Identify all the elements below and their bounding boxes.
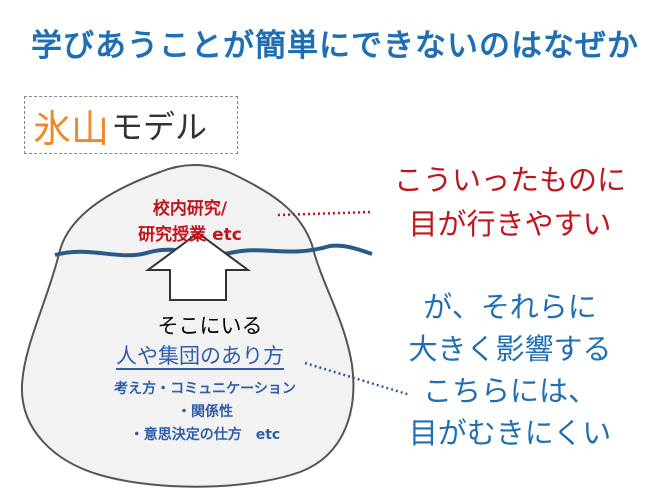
model-label-box: 氷山 モデル (24, 96, 238, 154)
red-note-line-2: 目が行きやすい (370, 202, 650, 246)
iceberg-top-line-2: 研究授業 etc (110, 222, 270, 248)
blue-note-line-2: 大きく影響する (365, 328, 655, 370)
blue-note-line-4: 目がむきにくい (365, 412, 655, 454)
blue-note-line-1: が、それらに (365, 286, 655, 328)
iceberg-top-line-1: 校内研究/ (110, 196, 270, 222)
page-title: 学びあうことが簡単にできないのはなぜか (0, 20, 670, 65)
iceberg-sub-list: 考え方・コミュニケーション ・関係性 ・意思決定の仕方 etc (70, 378, 340, 447)
iceberg-hito-text: 人や集団のあり方 (90, 340, 310, 370)
iceberg-top-text: 校内研究/ 研究授業 etc (110, 196, 270, 248)
sub-line-3: ・意思決定の仕方 etc (70, 424, 340, 447)
model-word-model: モデル (111, 102, 207, 148)
red-note-line-1: こういったものに (370, 158, 650, 202)
sub-line-2: ・関係性 (70, 401, 340, 424)
sub-line-1: 考え方・コミュニケーション (70, 378, 340, 401)
model-word-iceberg: 氷山 (33, 98, 109, 153)
hidden-note: が、それらに 大きく影響する こちらには、 目がむきにくい (365, 286, 655, 454)
blue-note-line-3: こちらには、 (365, 370, 655, 412)
iceberg-soko-text: そこにいる (110, 310, 310, 340)
visible-note: こういったものに 目が行きやすい (370, 158, 650, 246)
